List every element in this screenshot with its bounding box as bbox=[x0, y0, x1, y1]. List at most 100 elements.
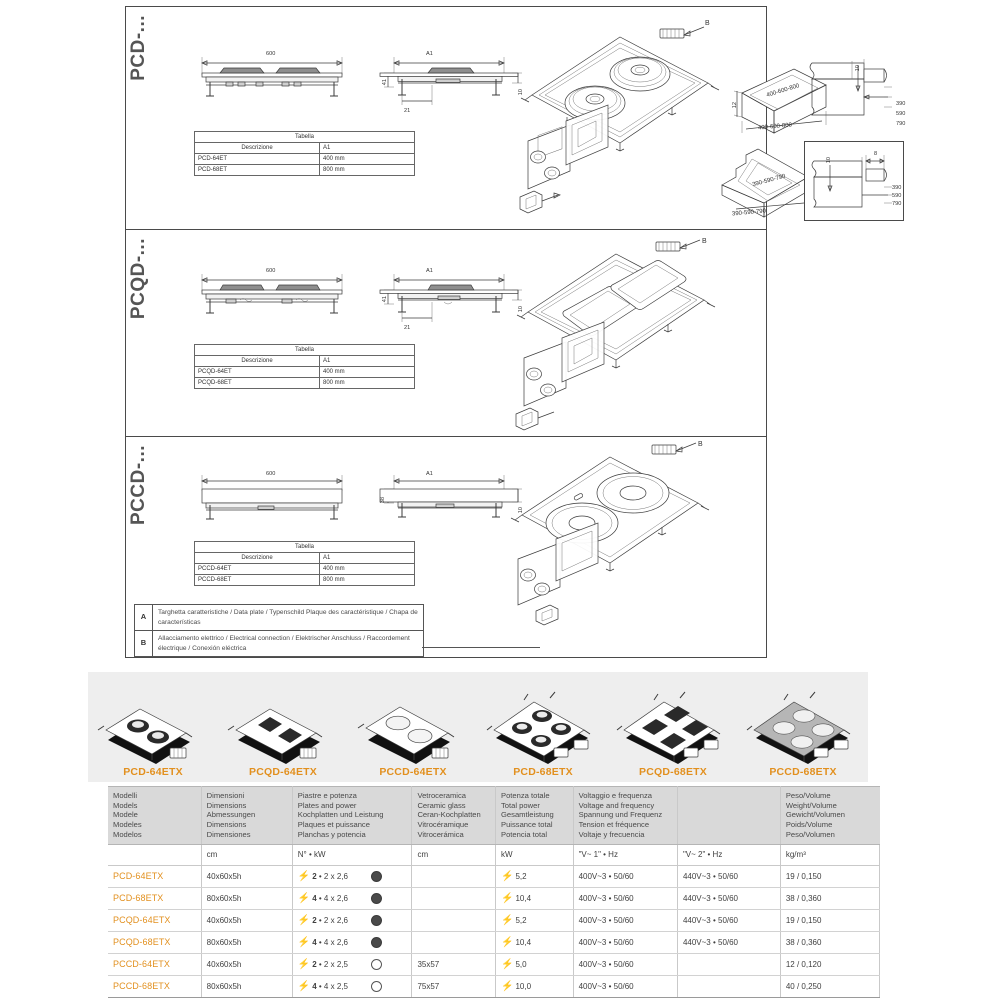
hdr-dim-es: Dimensiones bbox=[206, 829, 251, 839]
pcqd-side-a1-label: A1 bbox=[426, 268, 433, 274]
pcd-edge-detail-1 bbox=[809, 59, 892, 116]
pcd-cutout-depth-dim: 12 bbox=[732, 102, 738, 109]
product-list: PCD-64ETX PCQD-64ETX bbox=[88, 672, 868, 782]
pccd-tabella-title: Tabella bbox=[194, 541, 415, 553]
pcqd-front-width-dim: 600 bbox=[266, 268, 276, 274]
row-plates: ⚡4 • 4 x 2,5 bbox=[292, 975, 413, 998]
pccd-callout-b: B bbox=[698, 441, 703, 448]
row-dimensions: 40x60x5h bbox=[201, 953, 293, 976]
hdr-plates-de: Kochplatten und Leistung bbox=[297, 810, 384, 820]
pcd-tabella-row: PCD-64ET 400 mm bbox=[194, 153, 415, 165]
row-voltage2: 440V~3 • 50/60 bbox=[677, 865, 781, 888]
pccd-tabella-head-a1: A1 bbox=[319, 552, 415, 564]
row-dimensions: 80x60x5h bbox=[201, 887, 293, 910]
hdr-ceram-it: Vetroceramica bbox=[417, 791, 466, 800]
row-voltage2 bbox=[677, 975, 781, 998]
pcqd-front-elevation bbox=[201, 274, 343, 314]
row-power-value: 5,2 bbox=[515, 915, 527, 925]
row-model: PCCD-64ETX bbox=[108, 953, 202, 976]
hdr-weight-en: Weight/Volume bbox=[785, 800, 837, 810]
hdr-weight-de: Gewicht/Volumen bbox=[785, 810, 845, 820]
legend-key-b: B bbox=[135, 631, 153, 657]
legend-text-b: Allacciamento elettrico / Electrical con… bbox=[158, 635, 410, 652]
hdr-models-de: Modele bbox=[113, 810, 138, 820]
pccd-tabella-row: PCCD-68ET 800 mm bbox=[194, 574, 415, 586]
pcqd-tabella-r1-a1: 800 mm bbox=[319, 377, 415, 389]
product-item-pcqd-64etx[interactable]: PCQD-64ETX bbox=[218, 672, 348, 782]
pcd-side-elevation bbox=[379, 57, 522, 105]
unit-voltage1: "V~ 1" • Hz bbox=[573, 844, 678, 866]
row-weight: 38 / 0,360 bbox=[780, 887, 881, 910]
family-label-pcqd: PCQD-... bbox=[128, 238, 149, 320]
hdr-models-it: Modelli bbox=[113, 791, 138, 800]
bolt-icon: ⚡ bbox=[501, 870, 514, 882]
hdr-ceram-de: Ceran-Kochplatten bbox=[417, 810, 481, 820]
spec-header-row: Modelli Models Modele Modeles Modelos Di… bbox=[108, 786, 880, 845]
pccd-tabella-head-descrizione: Descrizione bbox=[194, 552, 320, 564]
row-plate-count: 2 bbox=[312, 959, 317, 969]
family-label-pcd: PCD-... bbox=[128, 15, 149, 81]
row-voltage2: 440V~3 • 50/60 bbox=[677, 887, 781, 910]
row-power: ⚡5,2 bbox=[495, 909, 574, 932]
pcd-detail2-h-dim: 8 bbox=[874, 151, 878, 157]
product-item-pccd-68etx[interactable]: PCCD-68ETX bbox=[738, 672, 868, 782]
pccd-tabella-r0-desc: PCCD-64ET bbox=[194, 563, 320, 575]
row-dimensions: 80x60x5h bbox=[201, 931, 293, 954]
legend-row-a: A Targhetta caratteristiche / Data plate… bbox=[135, 605, 423, 632]
spec-header-voltage-cont bbox=[677, 786, 781, 845]
pcd-detail2-dim-790: 790 bbox=[892, 201, 902, 207]
hdr-volt-fr: Tension et fréquence bbox=[578, 820, 650, 830]
pcqd-callout-b: B bbox=[702, 238, 707, 245]
pcd-edge-detail-2 bbox=[811, 155, 892, 208]
hdr-dim-it: Dimensioni bbox=[206, 791, 245, 800]
table-row[interactable]: PCQD-68ETX 80x60x5h ⚡4 • 4 x 2,6 ⚡10,4 4… bbox=[108, 931, 881, 954]
pcd-front-elevation bbox=[201, 57, 343, 97]
pcd-detail1-dim-390: 390 bbox=[896, 101, 906, 107]
row-voltage1: 400V~3 • 50/60 bbox=[573, 931, 678, 954]
spec-header-weight: Peso/Volume Weight/Volume Gewicht/Volume… bbox=[780, 786, 880, 845]
hdr-power-fr: Puissance total bbox=[501, 820, 553, 830]
table-row[interactable]: PCQD-64ETX 40x60x5h ⚡2 • 2 x 2,6 ⚡5,2 40… bbox=[108, 909, 881, 932]
row-power-value: 10,4 bbox=[515, 937, 532, 947]
row-power: ⚡10,4 bbox=[495, 931, 574, 954]
row-plates: ⚡2 • 2 x 2,6 bbox=[292, 865, 413, 888]
row-power-value: 10,4 bbox=[515, 893, 532, 903]
pcqd-tabella-head-descrizione: Descrizione bbox=[194, 355, 320, 367]
product-image-pcqd-68etx bbox=[614, 690, 732, 764]
product-item-pccd-64etx[interactable]: PCCD-64ETX bbox=[348, 672, 478, 782]
hdr-plates-en: Plates and power bbox=[297, 800, 357, 810]
spec-units-row: cm N° • kW cm kW "V~ 1" • Hz "V~ 2" • Hz… bbox=[108, 844, 881, 866]
hdr-ceram-en: Ceramic glass bbox=[417, 800, 466, 810]
row-plate-count: 4 bbox=[312, 937, 317, 947]
product-item-pcd-64etx[interactable]: PCD-64ETX bbox=[88, 672, 218, 782]
pcd-detail1-v-dim: 10 bbox=[855, 65, 861, 72]
pcqd-tabella-title: Tabella bbox=[194, 344, 415, 356]
row-ceramic bbox=[411, 887, 497, 910]
ceramic-plate-icon bbox=[371, 980, 383, 992]
bolt-icon: ⚡ bbox=[501, 980, 514, 992]
unit-plates: N° • kW bbox=[292, 844, 413, 866]
product-image-pcd-64etx bbox=[94, 690, 212, 764]
table-row[interactable]: PCCD-68ETX 80x60x5h ⚡4 • 4 x 2,5 75x57 ⚡… bbox=[108, 975, 881, 998]
technical-drawings-frame: PCD-... bbox=[125, 6, 905, 658]
product-item-pcqd-68etx[interactable]: PCQD-68ETX bbox=[608, 672, 738, 782]
product-item-pcd-68etx[interactable]: PCD-68ETX bbox=[478, 672, 608, 782]
product-image-pccd-68etx bbox=[744, 690, 862, 764]
hdr-models-es: Modelos bbox=[113, 829, 142, 839]
table-row[interactable]: PCCD-64ETX 40x60x5h ⚡2 • 2 x 2,5 35x57 ⚡… bbox=[108, 953, 881, 976]
pcd-edge-detail-2-box bbox=[804, 141, 904, 221]
solid-plate-icon bbox=[371, 870, 383, 882]
product-label: PCD-68ETX bbox=[513, 766, 573, 778]
pcd-tabella-r0-a1: 400 mm bbox=[319, 153, 415, 165]
pcd-detail2-dim-390: 390 bbox=[892, 185, 902, 191]
table-row[interactable]: PCD-64ETX 40x60x5h ⚡2 • 2 x 2,6 ⚡5,2 400… bbox=[108, 865, 881, 888]
hdr-power-it: Potenza totale bbox=[501, 791, 550, 800]
hdr-weight-fr: Poids/Volume bbox=[785, 820, 833, 830]
pcd-tabella-r1-a1: 800 mm bbox=[319, 164, 415, 176]
row-plate-detail: • 2 x 2,6 bbox=[318, 915, 348, 925]
pcd-front-width-dim: 600 bbox=[266, 51, 276, 57]
pccd-tabella-row: PCCD-64ET 400 mm bbox=[194, 563, 415, 575]
solid-plate-icon bbox=[371, 914, 383, 926]
table-row[interactable]: PCD-68ETX 80x60x5h ⚡4 • 4 x 2,6 ⚡10,4 40… bbox=[108, 887, 881, 910]
spec-header-models: Modelli Models Modele Modeles Modelos bbox=[108, 786, 202, 845]
